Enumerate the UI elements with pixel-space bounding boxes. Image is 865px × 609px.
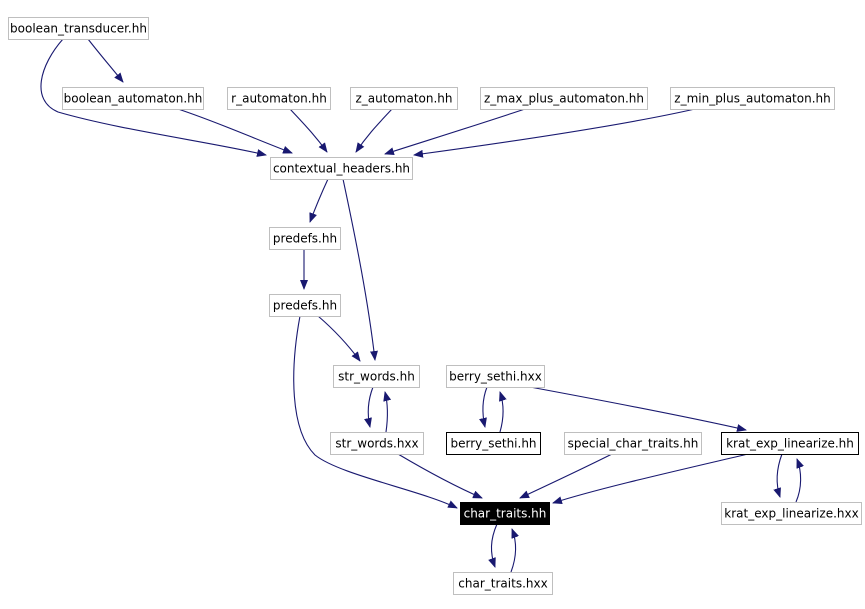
node-label: str_words.hxx [335, 437, 418, 451]
node-box [8, 17, 149, 40]
edge-boolean_transducer-to-contextual_headers [40, 38, 267, 157]
node-label: char_traits.hh [464, 507, 547, 521]
node-predefs1[interactable]: predefs.hh [269, 227, 341, 250]
node-r-automaton[interactable]: r_automaton.hh [227, 87, 331, 110]
edge-krat_exp_linearize_hxx-to-krat_exp_linearize_hh [795, 458, 804, 503]
node-label: krat_exp_linearize.hh [726, 437, 854, 451]
node-krat-exp-linearize-hxx[interactable]: krat_exp_linearize.hxx [721, 502, 862, 525]
node-box [670, 87, 835, 110]
node-label: r_automaton.hh [231, 92, 327, 106]
node-str-words-hh[interactable]: str_words.hh [333, 365, 420, 388]
node-box [446, 365, 545, 388]
edge-str_words_hh-to-str_words_hxx [364, 386, 374, 428]
node-box [480, 87, 648, 110]
edge-berry_sethi_hxx-to-berry_sethi_hh [479, 386, 488, 428]
node-predefs2[interactable]: predefs.hh [269, 294, 341, 317]
edges-layer [40, 38, 804, 573]
node-berry-sethi-hh[interactable]: berry_sethi.hh [446, 432, 541, 455]
edge-boolean_automaton-to-contextual_headers [177, 108, 293, 154]
node-box [227, 87, 331, 110]
node-box [269, 294, 341, 317]
edge-contextual_headers-to-predefs1 [309, 178, 329, 223]
node-label: z_automaton.hh [355, 92, 452, 106]
node-special-char-traits[interactable]: special_char_traits.hh [564, 432, 702, 455]
node-boolean-automaton[interactable]: boolean_automaton.hh [62, 87, 204, 110]
node-boolean-transducer[interactable]: boolean_transducer.hh [8, 17, 149, 40]
edge-z_max_plus_automaton-to-contextual_headers [384, 108, 526, 156]
edge-berry_sethi_hh-to-berry_sethi_hxx [499, 391, 507, 433]
node-box [269, 227, 341, 250]
edge-krat_exp_linearize_hh-to-char_traits_hh [552, 453, 749, 505]
node-box [350, 87, 458, 110]
node-z-automaton[interactable]: z_automaton.hh [350, 87, 458, 110]
edge-z_min_plus_automaton-to-contextual_headers [413, 108, 696, 158]
node-char-traits-hh: char_traits.hh [460, 502, 550, 525]
node-label: krat_exp_linearize.hxx [724, 507, 858, 521]
node-label: berry_sethi.hxx [449, 370, 542, 384]
edge-predefs2-to-char_traits_hh [293, 315, 458, 509]
node-label: berry_sethi.hh [450, 437, 536, 451]
node-box [330, 432, 424, 455]
node-label: char_traits.hxx [458, 577, 547, 591]
node-box [333, 365, 420, 388]
edge-str_words_hxx-to-char_traits_hh [397, 453, 483, 499]
node-label: boolean_automaton.hh [64, 92, 203, 106]
node-label: predefs.hh [273, 299, 337, 313]
node-label: str_words.hh [338, 370, 415, 384]
node-box [62, 87, 204, 110]
node-label: z_min_plus_automaton.hh [674, 92, 830, 106]
edge-str_words_hxx-to-str_words_hh [383, 391, 392, 433]
node-label: special_char_traits.hh [568, 437, 699, 451]
node-str-words-hxx[interactable]: str_words.hxx [330, 432, 424, 455]
edge-boolean_transducer-to-boolean_automaton [87, 38, 124, 83]
node-krat-exp-linearize-hh[interactable]: krat_exp_linearize.hh [721, 432, 859, 455]
edge-berry_sethi_hxx-to-krat_exp_linearize_hh [529, 386, 747, 432]
edge-char_traits_hxx-to-char_traits_hh [510, 528, 519, 573]
node-label: contextual_headers.hh [273, 162, 410, 176]
node-contextual-headers[interactable]: contextual_headers.hh [270, 157, 413, 180]
edge-predefs2-to-str_words_hh [317, 315, 361, 362]
node-label: predefs.hh [273, 232, 337, 246]
edge-char_traits_hh-to-char_traits_hxx [488, 523, 498, 568]
node-label: boolean_transducer.hh [10, 22, 147, 36]
node-berry-sethi-hxx[interactable]: berry_sethi.hxx [446, 365, 545, 388]
node-box [564, 432, 702, 455]
edge-r_automaton-to-contextual_headers [289, 108, 328, 153]
nodes-layer: boolean_transducer.hh boolean_automaton.h… [8, 17, 862, 595]
node-box [460, 502, 550, 525]
node-box [453, 572, 553, 595]
edge-special_char_traits-to-char_traits_hh [519, 453, 613, 499]
node-z-min-plus-automaton[interactable]: z_min_plus_automaton.hh [670, 87, 835, 110]
node-box [446, 432, 541, 455]
edge-z_automaton-to-contextual_headers [355, 108, 393, 153]
node-char-traits-hxx[interactable]: char_traits.hxx [453, 572, 553, 595]
node-box [721, 432, 859, 455]
node-box [721, 502, 862, 525]
node-box [270, 157, 413, 180]
node-z-max-plus-automaton[interactable]: z_max_plus_automaton.hh [480, 87, 648, 110]
node-label: z_max_plus_automaton.hh [484, 92, 644, 106]
edge-krat_exp_linearize_hh-to-krat_exp_linearize_hxx [773, 453, 783, 498]
edge-contextual_headers-to-str_words_hh [342, 178, 378, 361]
